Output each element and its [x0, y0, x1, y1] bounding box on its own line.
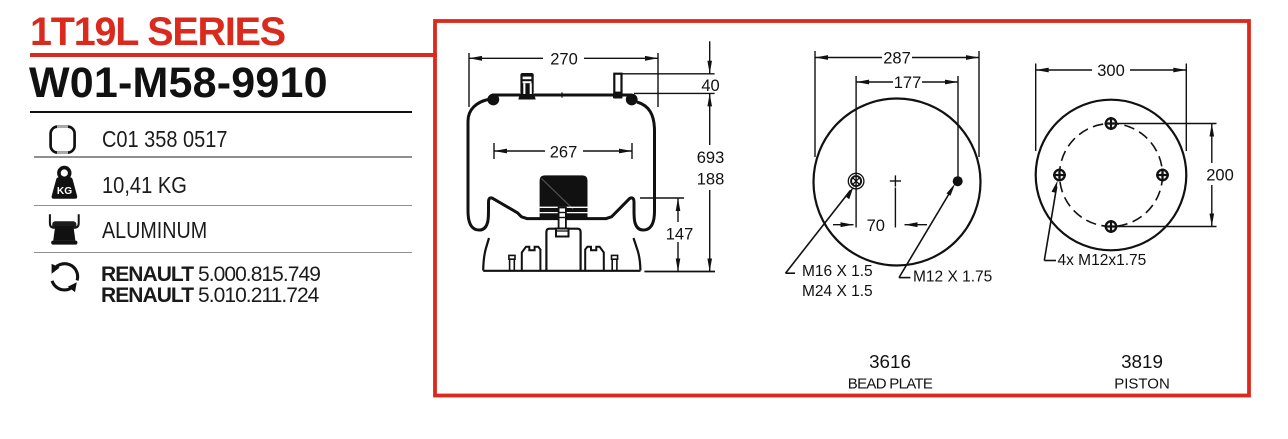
svg-text:70: 70 [867, 217, 885, 235]
svg-text:188: 188 [697, 171, 725, 189]
svg-text:40: 40 [701, 77, 719, 95]
svg-text:PISTON: PISTON [1114, 375, 1170, 392]
svg-text:3819: 3819 [1121, 351, 1163, 372]
svg-text:BEAD PLATE: BEAD PLATE [848, 375, 933, 392]
svg-text:147: 147 [666, 226, 694, 244]
svg-text:267: 267 [550, 143, 578, 161]
svg-text:3616: 3616 [869, 351, 911, 372]
svg-text:M24 X 1.5: M24 X 1.5 [802, 283, 873, 300]
svg-text:300: 300 [1097, 62, 1125, 80]
svg-text:4x M12x1.75: 4x M12x1.75 [1058, 252, 1147, 269]
svg-text:M16 X 1.5: M16 X 1.5 [802, 263, 873, 280]
svg-text:287: 287 [883, 50, 911, 68]
svg-text:200: 200 [1206, 167, 1234, 185]
svg-text:177: 177 [894, 74, 922, 92]
svg-text:KG: KG [57, 186, 72, 197]
svg-text:M12 X 1.75: M12 X 1.75 [913, 269, 992, 286]
svg-text:270: 270 [550, 50, 578, 68]
svg-text:693: 693 [697, 149, 725, 167]
